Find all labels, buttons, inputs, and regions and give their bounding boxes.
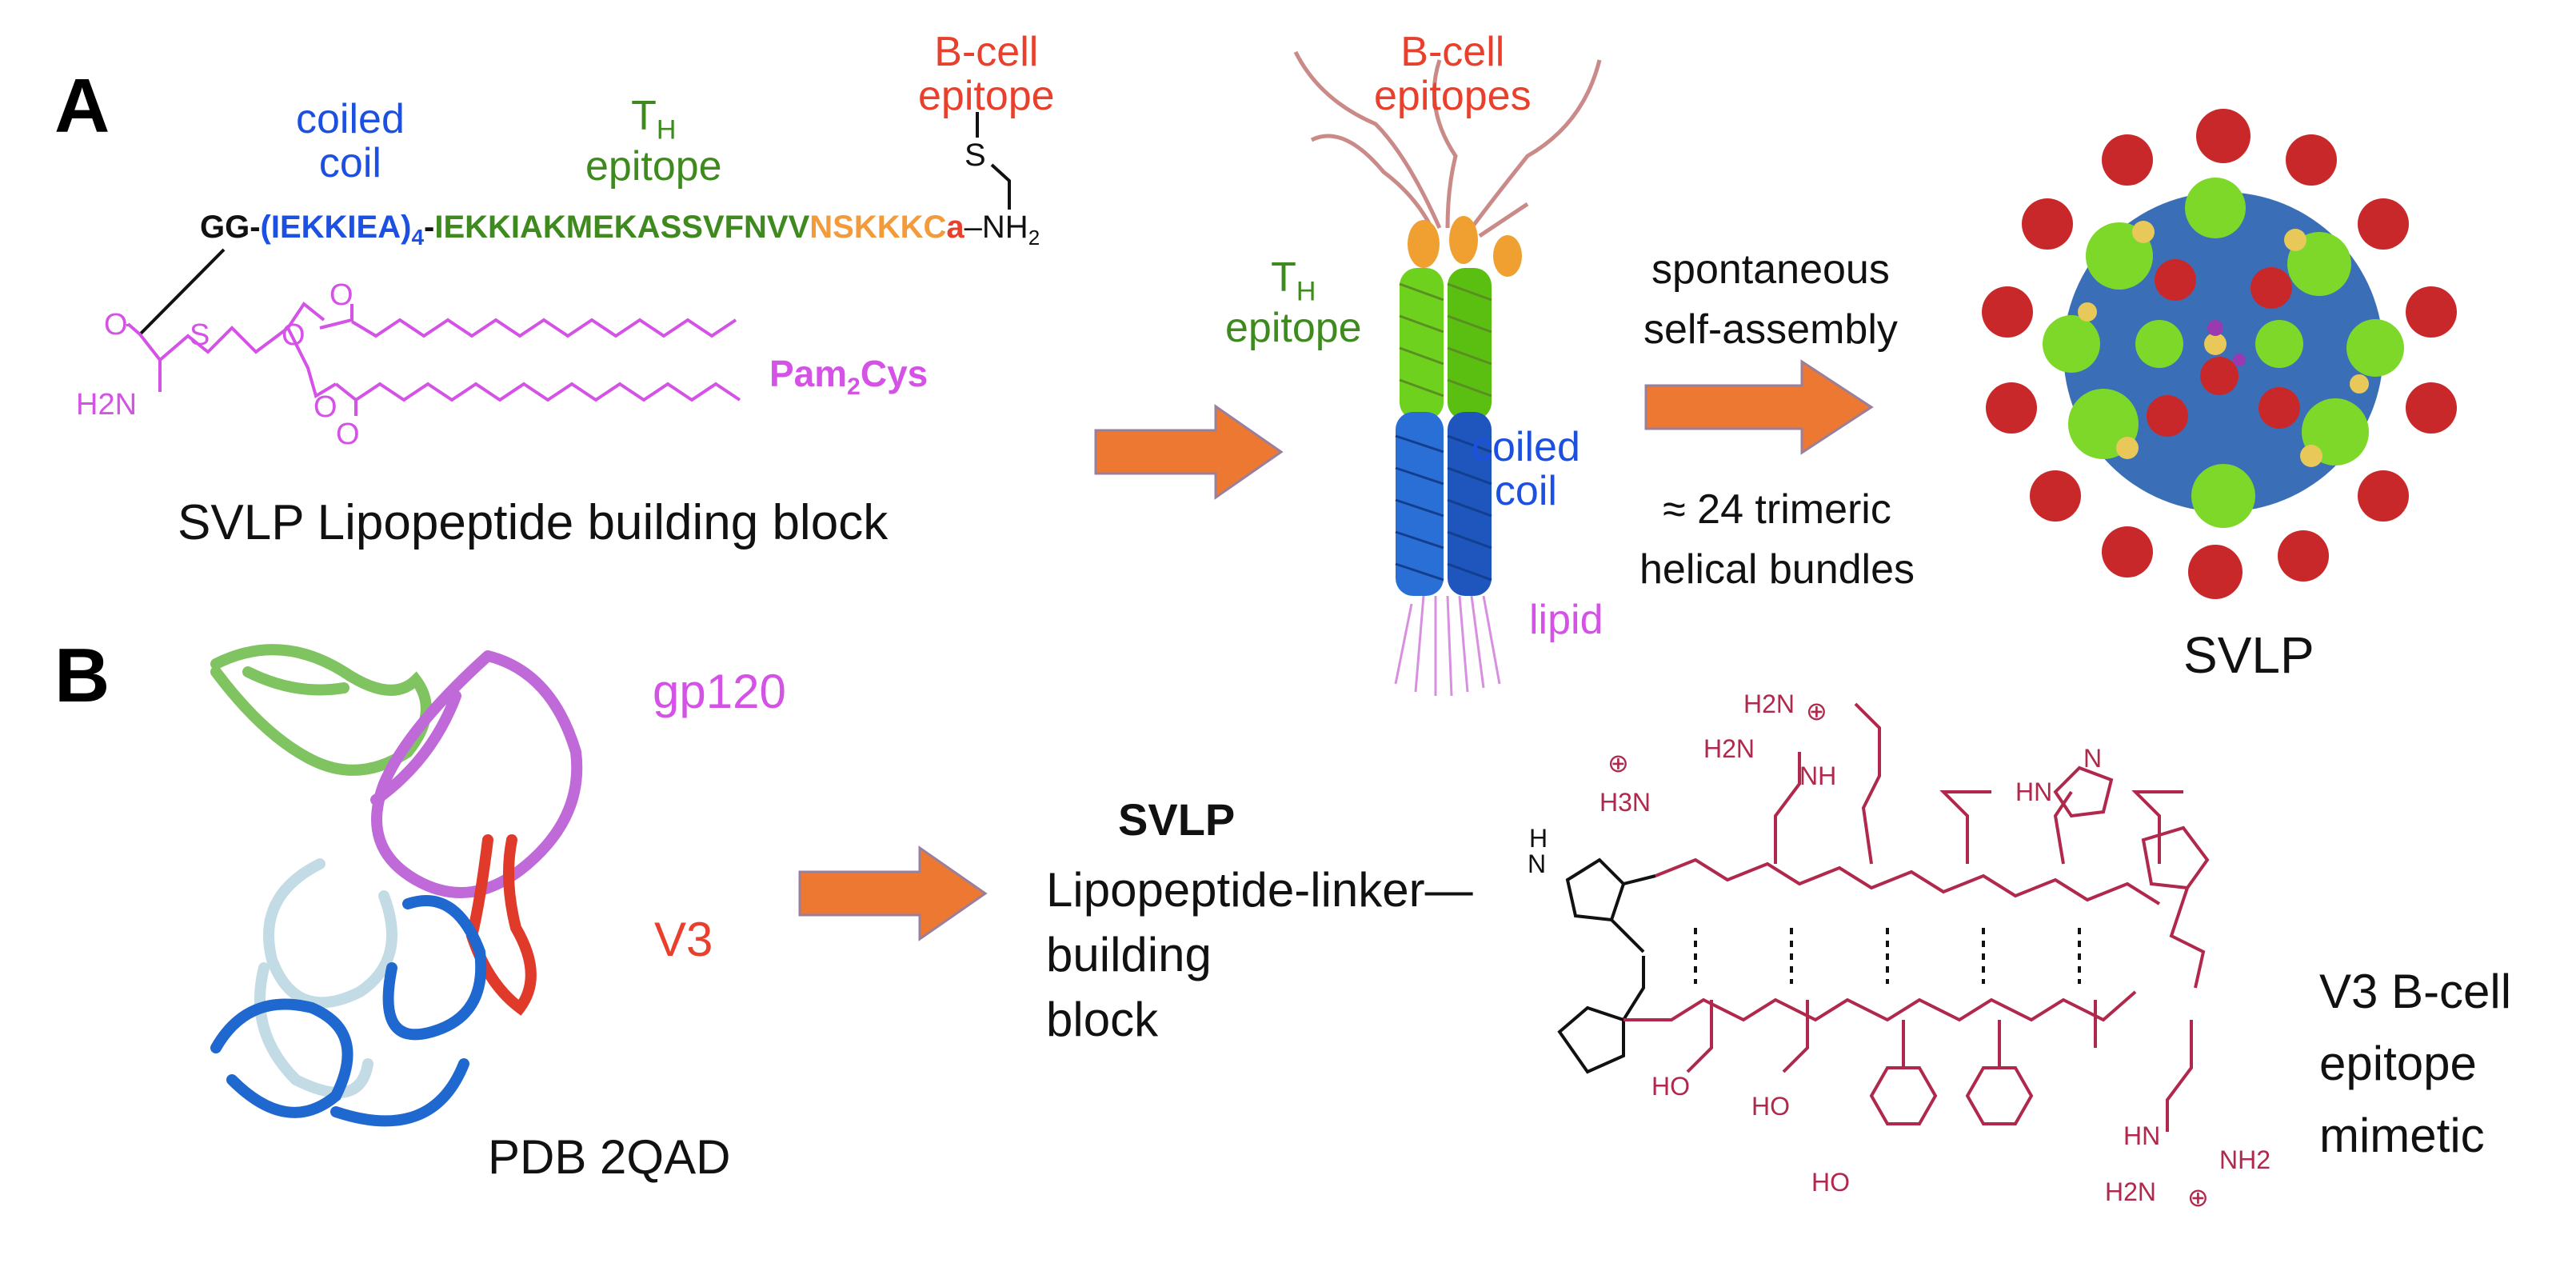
- mimetic-caption: V3 B-cell epitope mimetic: [2319, 956, 2511, 1172]
- th-h: H: [656, 114, 677, 146]
- trimer-lipid-label: lipid: [1529, 597, 1604, 643]
- seq-b: NSKKKC: [809, 210, 947, 245]
- linker-line1: Lipopeptide-linker—: [1046, 863, 1473, 917]
- bcell-line2: epitope: [918, 72, 1055, 119]
- chem-plus3: ⊕: [2187, 1183, 2209, 1212]
- chem-n-ring: N: [2083, 744, 2103, 773]
- mimetic-line1: V3 B-cell: [2319, 965, 2512, 1018]
- chem-s: S: [190, 318, 210, 352]
- chem-o4: O: [314, 390, 337, 424]
- seq-prefix: GG-: [200, 210, 261, 245]
- trimer-th-h: H: [1296, 276, 1316, 307]
- pdb-label: PDB 2QAD: [488, 1130, 731, 1184]
- chem-h-link: H: [1529, 824, 1548, 853]
- seq-coiled: (IEKKIEA): [260, 210, 412, 245]
- th-epitope-word: epitope: [585, 143, 722, 190]
- gp120-structure: [210, 644, 583, 1127]
- bcell-epitope-label: B-cell epitope: [918, 30, 1055, 118]
- mimetic-line3: mimetic: [2319, 1109, 2485, 1162]
- pam-sub: 2: [847, 374, 861, 401]
- gp120-label: gp120: [653, 665, 786, 718]
- trimer-illustration: [1293, 50, 1602, 697]
- bundles-text: ≈ 24 trimeric helical bundles: [1639, 480, 1915, 601]
- chem-ho1: HO: [1651, 1072, 1690, 1101]
- svlp-bold-label: SVLP: [1118, 794, 1236, 845]
- bundles-line2: helical bundles: [1639, 546, 1915, 594]
- seq-nh-sub: 2: [1028, 226, 1040, 250]
- linker-line3: block: [1046, 993, 1159, 1046]
- seq-a: a: [946, 210, 965, 245]
- chem-plus2: ⊕: [1608, 749, 1629, 777]
- linker-text: Lipopeptide-linker— building block: [1046, 857, 1473, 1052]
- panel-a-letter: A: [54, 63, 110, 149]
- pam-tail: Cys: [860, 353, 929, 394]
- chem-plus1: ⊕: [1806, 697, 1827, 725]
- pam-main: Pam: [769, 353, 848, 394]
- chem-ho2: HO: [1751, 1092, 1790, 1121]
- chem-o3: O: [329, 278, 353, 312]
- peptide-sequence: GG-(IEKKIEA)4-IEKKIAKMEKASSVFNVVNSKKKCa–…: [200, 210, 1040, 250]
- chem-o2: O: [282, 318, 306, 352]
- bundles-line1: ≈ 24 trimeric: [1663, 486, 1891, 533]
- linker-line2: building: [1046, 928, 1212, 981]
- chem-h2n-bot: H2N: [2105, 1177, 2157, 1206]
- v3-label: V3: [654, 913, 713, 966]
- coiled-coil-line2: coil: [318, 139, 381, 186]
- assembly-line2: self-assembly: [1643, 306, 1898, 354]
- pam2cys-label: Pam2Cys: [769, 352, 928, 401]
- assembly-text: spontaneous self-assembly: [1643, 240, 1898, 361]
- chem-h3n: H3N: [1600, 788, 1651, 817]
- seq-suffix: –NH: [964, 210, 1028, 245]
- trimer-th-epitope: epitope: [1225, 305, 1362, 352]
- trimer-coiled-line1: coiled: [1472, 424, 1580, 470]
- building-block-caption: SVLP Lipopeptide building block: [178, 495, 889, 550]
- arrow-to-svlp: [1644, 359, 1874, 455]
- coiled-coil-line1: coiled: [296, 96, 405, 142]
- th-epitope-label: TH epitope: [585, 94, 722, 189]
- thiol-s: S: [965, 138, 986, 173]
- chem-ho3: HO: [1811, 1168, 1850, 1197]
- chem-o5: O: [336, 418, 360, 451]
- trimer-th-t: T: [1271, 254, 1296, 301]
- th-t: T: [631, 93, 657, 139]
- chem-n-link: N: [1528, 849, 1547, 878]
- bcell-line1: B-cell: [934, 29, 1039, 75]
- svlp-nanoparticle: [1982, 109, 2457, 599]
- arrow-to-trimer: [1094, 404, 1284, 500]
- trimer-coiled-line2: coil: [1494, 467, 1557, 514]
- seq-coiled-sub: 4: [411, 225, 425, 250]
- chem-nh: NH: [1799, 761, 1837, 790]
- mimetic-line2: epitope: [2319, 1037, 2477, 1090]
- seq-dash: -: [424, 210, 435, 245]
- trimer-th-label: TH epitope: [1225, 256, 1362, 350]
- chem-o1: O: [104, 308, 128, 342]
- chem-h2n: H2N: [76, 388, 138, 422]
- chem-nh2-bot: NH2: [2219, 1145, 2271, 1174]
- chem-hn-ring: HN: [2015, 777, 2053, 806]
- cyclic-peptide-structure: [1557, 702, 2210, 1132]
- arrow-to-mimetic: [798, 845, 988, 941]
- chem-hn-bot: HN: [2123, 1121, 2161, 1150]
- svlp-label: SVLP: [2183, 626, 2314, 684]
- chem-h2n-top: H2N: [1743, 689, 1795, 718]
- trimer-bcell-label: B-cell epitopes: [1374, 30, 1532, 118]
- trimer-coiled-label: coiled coil: [1472, 426, 1580, 513]
- trimer-bcell-line1: B-cell: [1400, 29, 1505, 75]
- chem-h2n-2: H2N: [1703, 734, 1755, 763]
- seq-th: IEKKIAKMEKASSVFNVV: [434, 210, 810, 245]
- assembly-line1: spontaneous: [1651, 246, 1890, 293]
- panel-b-letter: B: [54, 633, 110, 718]
- coiled-coil-label: coiled coil: [296, 98, 405, 185]
- trimer-bcell-line2: epitopes: [1374, 72, 1532, 119]
